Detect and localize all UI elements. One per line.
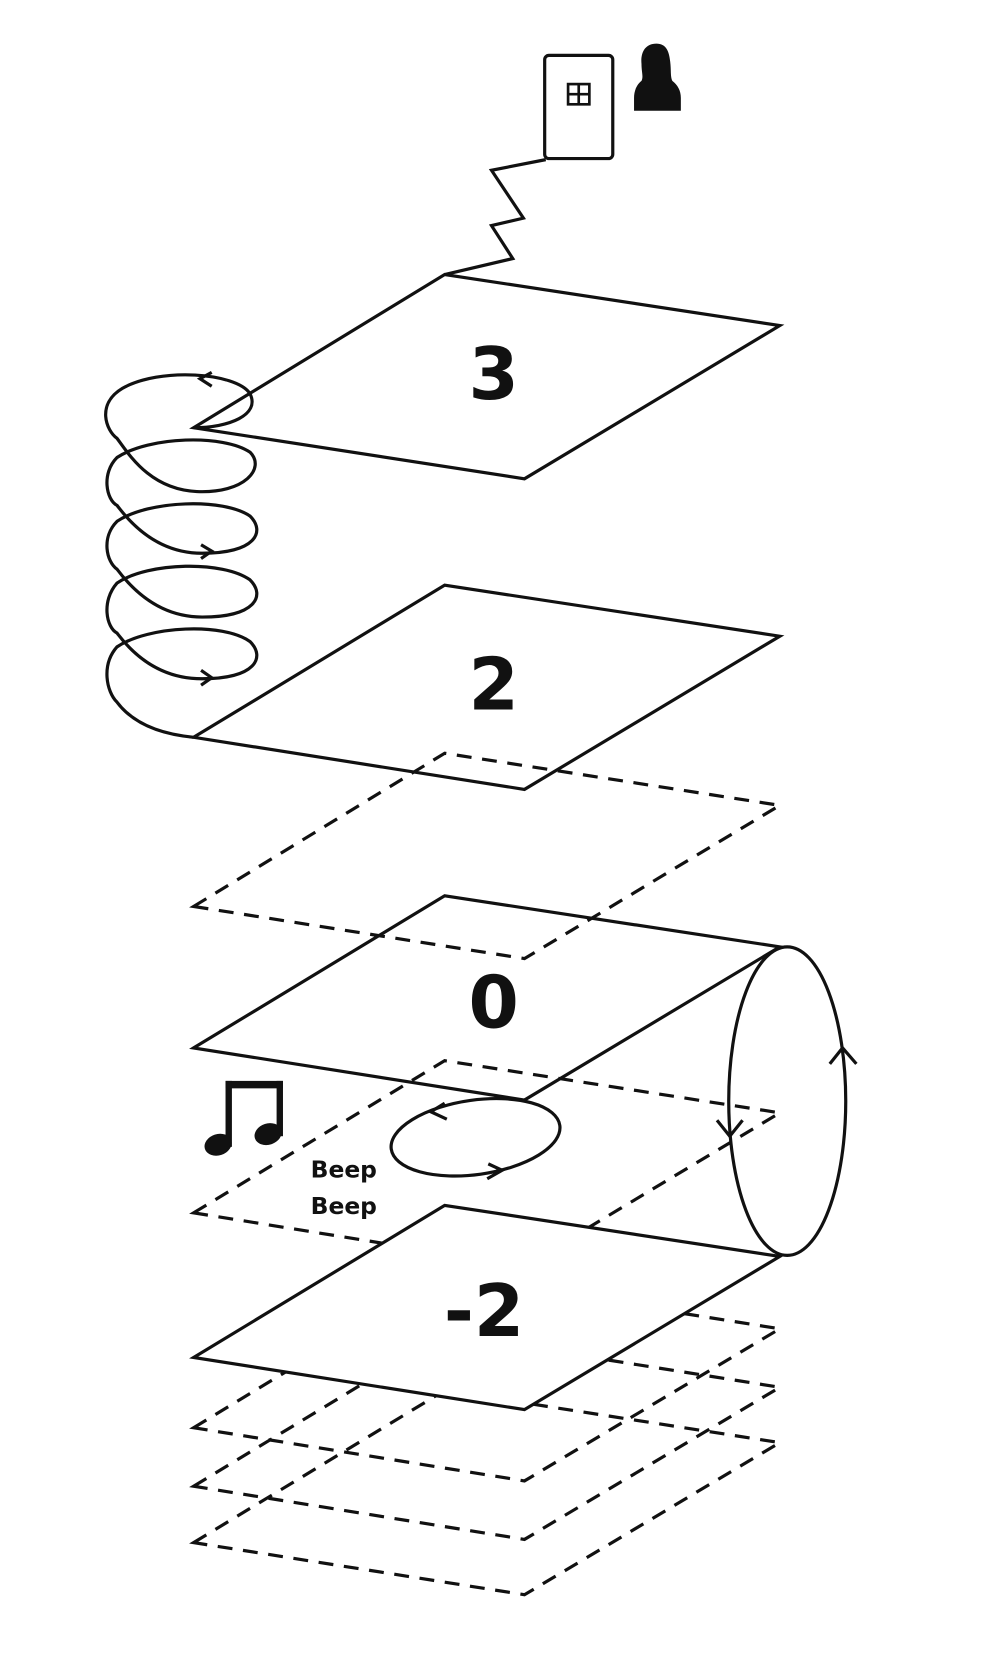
beep-loop	[389, 1096, 562, 1181]
helix-arrow-bottom	[200, 668, 215, 687]
music-note-icon	[204, 1080, 283, 1156]
beep-loop-arrow-top	[427, 1101, 448, 1121]
level-label-0: 0	[468, 962, 518, 1046]
level-plane-minus-2: -2	[189, 1203, 785, 1412]
beep-text-1: Beep	[311, 1156, 377, 1184]
level-plane-3: 3	[189, 272, 785, 481]
level-plane-minus-5-dashed	[189, 1388, 785, 1597]
door-icon	[543, 53, 615, 161]
level-label-2: 2	[468, 644, 518, 728]
cylinder-arrow-up	[828, 1045, 858, 1065]
person-silhouette-icon	[634, 43, 681, 111]
beep-loop-arrow-bottom	[486, 1162, 506, 1181]
helix-arrow-top	[196, 370, 213, 388]
cylinder-arrow-down	[715, 1119, 744, 1139]
level-plane-0: 0	[189, 894, 785, 1102]
cylinder-loop	[715, 945, 858, 1257]
beep-text-2: Beep	[311, 1192, 377, 1220]
level-plane-2: 2	[189, 583, 785, 792]
level-label-minus-2: -2	[444, 1270, 524, 1354]
zigzag-wire	[444, 158, 547, 277]
level-label-3: 3	[468, 333, 518, 417]
helix-arrow-mid	[200, 543, 215, 560]
helix-loop	[104, 370, 259, 739]
